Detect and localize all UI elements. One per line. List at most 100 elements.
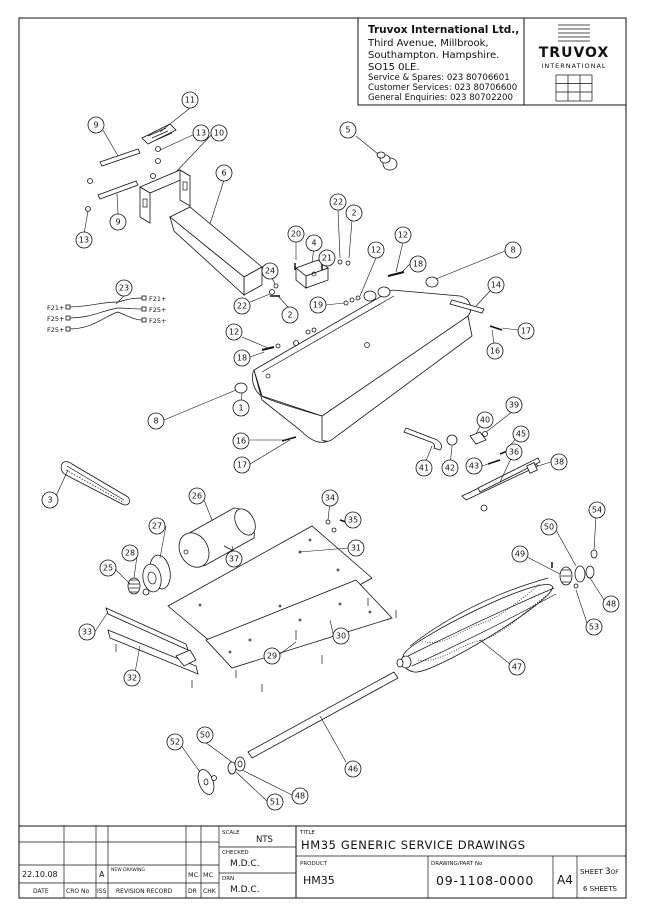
svg-text:53: 53 [589, 623, 599, 632]
header-revision-record: REVISION RECORD [116, 888, 173, 895]
contact-general-enquiries: General Enquiries: 023 80702200 [368, 93, 513, 103]
svg-text:47: 47 [512, 663, 522, 672]
callout: 25 [99, 559, 117, 577]
wire-label-left-2: F25+ [47, 315, 64, 323]
callout: 36 [505, 443, 523, 461]
callout: 38 [550, 453, 568, 471]
svg-text:51: 51 [270, 798, 280, 807]
revision-issue: A [99, 870, 105, 879]
logo-text: TRUVOX [539, 45, 609, 61]
part-52-pulley [197, 769, 217, 795]
svg-text:36: 36 [509, 448, 519, 457]
callout: 39 [505, 396, 523, 414]
wire-label-left-3: F25+ [47, 326, 64, 334]
header-date: DATE [33, 888, 49, 895]
callout: 35 [344, 511, 362, 529]
svg-text:1: 1 [238, 404, 243, 413]
callout: 27 [148, 517, 166, 535]
sheet-size: A4 [557, 873, 573, 887]
callout: 12 [367, 241, 385, 259]
callout: 2 [345, 204, 363, 222]
wire-labels: F21+ F25+ F25+ F21+ F25+ F25+ [47, 295, 166, 334]
wire-label-left-1: F21+ [47, 304, 64, 312]
callout: 47 [508, 658, 526, 676]
part-46-shaft [247, 671, 399, 759]
callout: 5 [339, 121, 357, 139]
pins-and-screws-mid [261, 271, 503, 442]
header-dr: DR [188, 888, 197, 895]
callout: 26 [188, 487, 206, 505]
callout: 29 [263, 647, 281, 665]
callout: 22 [233, 297, 251, 315]
callout: 16 [486, 342, 504, 360]
svg-text:45: 45 [516, 430, 526, 439]
part-41-lever [403, 427, 442, 451]
drawing-title: HM35 GENERIC SERVICE DRAWINGS [301, 838, 526, 852]
svg-text:13: 13 [79, 236, 89, 245]
exploded-parts-view: F21+ F25+ F25+ F21+ F25+ F25+ [41, 91, 620, 811]
part-3-drive-belt [60, 461, 130, 506]
callout: 28 [121, 544, 139, 562]
svg-text:22: 22 [333, 198, 343, 207]
callout: 6 [215, 164, 233, 182]
callout: 31 [347, 539, 365, 557]
callout: 10 [210, 124, 228, 142]
callout: 8 [504, 241, 522, 259]
svg-text:14: 14 [491, 281, 501, 290]
svg-text:16: 16 [236, 437, 246, 446]
callout: 13 [75, 231, 93, 249]
svg-text:29: 29 [267, 652, 277, 661]
company-header: Truvox International Ltd., Third Avenue,… [357, 17, 627, 106]
scale-value: NTS [256, 835, 273, 845]
svg-text:2: 2 [351, 209, 356, 218]
callout: 1 [232, 399, 250, 417]
svg-text:12: 12 [229, 328, 239, 337]
callout: 46 [344, 760, 362, 778]
callout: 13 [192, 124, 210, 142]
callout: 22 [329, 193, 347, 211]
part-5-grommet [376, 151, 398, 171]
product-value: HM35 [303, 874, 335, 887]
callout: 41 [415, 459, 433, 477]
contact-service-spares: Service & Spares: 023 80706601 [368, 73, 510, 83]
part-1-chassis [252, 286, 473, 443]
logo-subtext: INTERNATIONAL [541, 62, 606, 70]
svg-text:8: 8 [153, 417, 158, 426]
callout: 37 [225, 550, 243, 568]
checked-value: M.D.C. [230, 859, 260, 869]
drn-value: M.D.C. [230, 885, 260, 895]
part-26-motor [178, 507, 256, 568]
callout: 50 [196, 726, 214, 744]
part-27-fan-plate [142, 554, 171, 593]
revision-mc-chk: MC [203, 871, 214, 879]
svg-text:25: 25 [103, 564, 113, 573]
svg-text:12: 12 [398, 231, 408, 240]
wire-label-right-2: F25+ [149, 306, 166, 314]
svg-text:17: 17 [237, 461, 247, 470]
callout: 32 [123, 669, 141, 687]
drawing-number-label: DRAWING/PART No [431, 861, 483, 867]
callout: 16 [232, 432, 250, 450]
callout: 49 [511, 545, 529, 563]
part-11-label [141, 123, 177, 145]
svg-text:16: 16 [490, 347, 500, 356]
part-30-base-plate [205, 579, 397, 692]
header-chk: CHK [203, 888, 217, 895]
callout: 21 [318, 249, 336, 267]
svg-text:39: 39 [509, 401, 519, 410]
svg-text:28: 28 [125, 549, 135, 558]
part-33-strip [105, 607, 189, 652]
svg-text:49: 49 [515, 550, 525, 559]
callout: 17 [233, 456, 251, 474]
svg-text:42: 42 [445, 464, 455, 473]
part-14-strip [449, 299, 485, 314]
callout: 9 [87, 116, 105, 134]
svg-text:46: 46 [348, 765, 358, 774]
callout: 33 [78, 623, 96, 641]
part-28-pulley [127, 577, 150, 596]
revision-date: 22.10.08 [22, 870, 58, 879]
svg-text:5: 5 [345, 126, 350, 135]
svg-text:34: 34 [325, 494, 335, 503]
